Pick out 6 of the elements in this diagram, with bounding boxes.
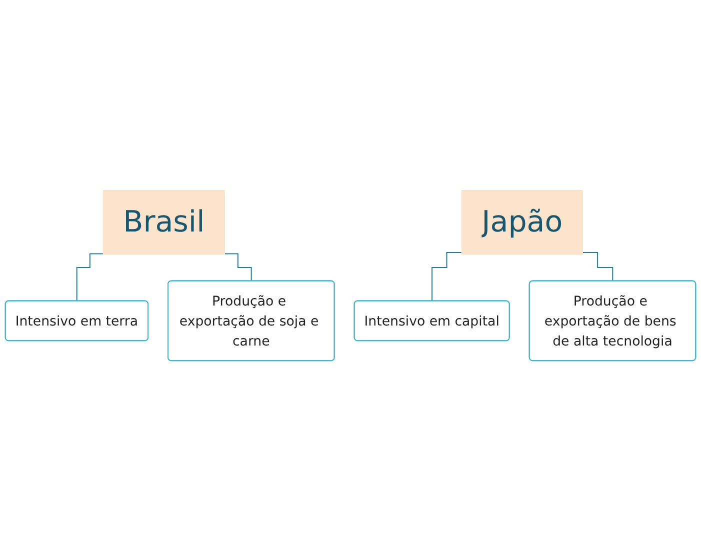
connector: [582, 252, 614, 282]
connector: [224, 253, 252, 282]
connector: [431, 252, 462, 302]
connector: [76, 253, 104, 302]
node-box: Japão: [461, 190, 583, 255]
node-box: Brasil: [102, 190, 225, 255]
